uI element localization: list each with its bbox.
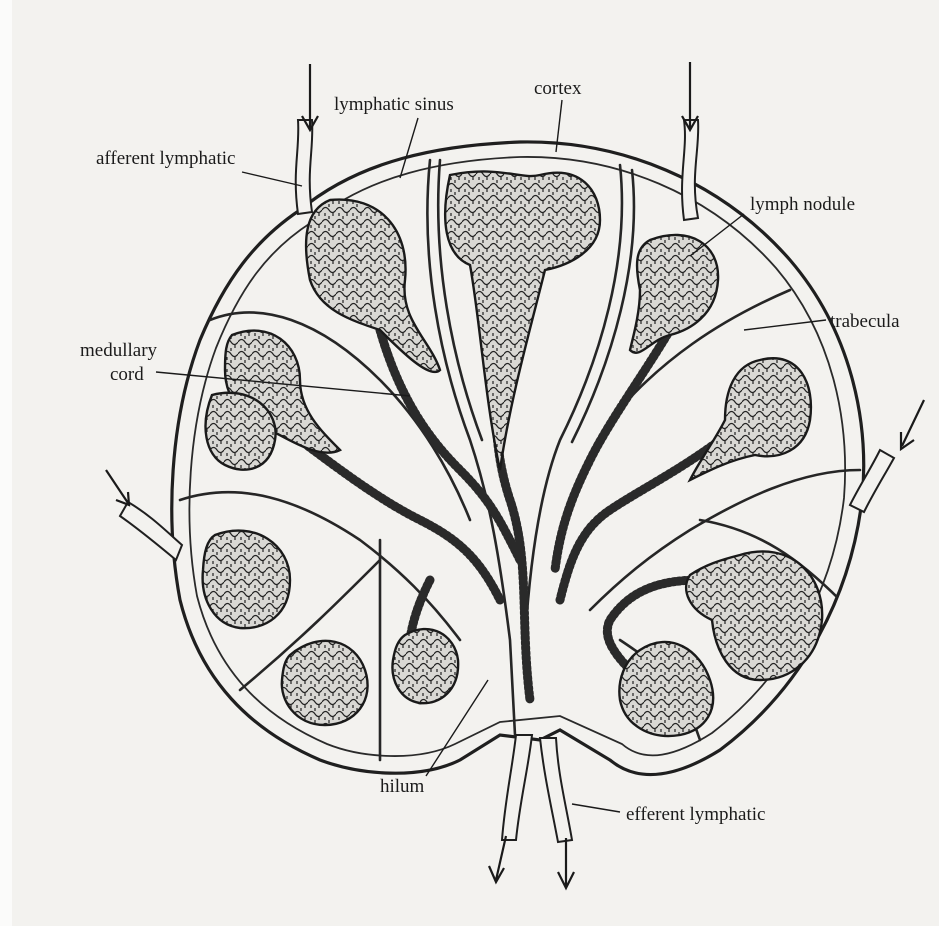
label-afferent-lymphatic: afferent lymphatic <box>96 148 235 169</box>
label-efferent-lymphatic: efferent lymphatic <box>626 804 765 825</box>
nodule-bottom-left <box>282 641 368 725</box>
page-background <box>12 0 939 926</box>
label-cortex: cortex <box>534 78 582 99</box>
label-trabecula: trabecula <box>830 311 900 332</box>
label-medullary-cord-line2: cord <box>110 364 144 385</box>
label-lymph-nodule: lymph nodule <box>750 194 855 215</box>
nodule-left-lower <box>203 531 290 629</box>
label-hilum: hilum <box>380 776 425 797</box>
label-lymphatic-sinus: lymphatic sinus <box>334 94 454 115</box>
afferent-vessel-top-left <box>296 120 313 214</box>
nodule-bottom-center-left <box>392 629 458 703</box>
label-medullary-cord-line1: medullary <box>80 340 158 361</box>
afferent-vessel-top-right <box>682 120 698 220</box>
